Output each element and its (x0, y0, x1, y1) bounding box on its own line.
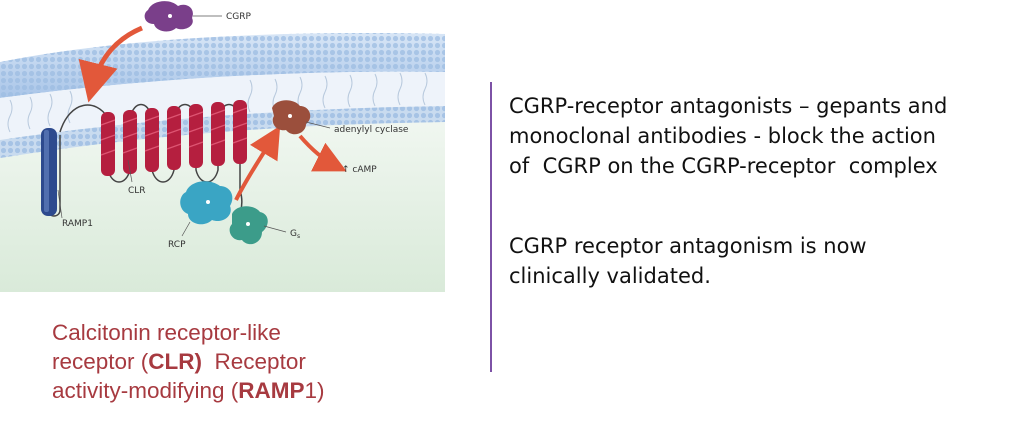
clr-helices (100, 100, 248, 176)
camp-arrow (298, 134, 347, 172)
ramp1-label: RAMP1 (62, 219, 93, 229)
diagram-svg: CGRP RAMP1 (0, 1, 445, 292)
vertical-divider (490, 82, 492, 372)
gs-dot (246, 222, 250, 226)
caption-line-2-post: Receptor (202, 349, 306, 374)
binding-arrow (78, 25, 143, 103)
gs-label-subscript: s (297, 233, 300, 240)
antagonists-paragraph: CGRP-receptor antagonists – gepants and … (509, 91, 947, 181)
caption-line-1: Calcitonin receptor-like (52, 320, 281, 345)
camp-label: ↑ cAMP (342, 165, 377, 175)
clr-label: CLR (128, 186, 146, 196)
para-1-line-2: monoclonal antibodies - block the action (509, 124, 936, 148)
validation-paragraph: CGRP receptor antagonism is now clinical… (509, 231, 867, 291)
clr-leader-line (127, 159, 133, 183)
caption-line-2-bold: CLR) (148, 349, 203, 374)
caption-line-3: activity-modifying (RAMP1) (52, 376, 452, 405)
rcp-label: RCP (168, 240, 186, 250)
para-2-line-2: clinically validated. (509, 264, 711, 288)
para-2-line-1: CGRP receptor antagonism is now (509, 234, 867, 258)
cgrp-ligand-dot (168, 14, 172, 18)
caption-line-3-pre: activity-modifying ( (52, 378, 239, 403)
rcp-leader-line (181, 221, 191, 237)
para-1-line-1: CGRP-receptor antagonists – gepants and (509, 94, 948, 118)
adenylyl-cyclase-label: adenylyl cyclase (334, 125, 409, 135)
caption-line-3-bold: RAMP (238, 378, 305, 403)
gs-leader-line (263, 225, 287, 233)
ramp1-leader-line (57, 189, 63, 219)
adenylyl-cyclase-leader-line (305, 121, 331, 129)
gs-label-main: G (290, 229, 297, 239)
activation-arrow (234, 125, 281, 201)
caption-line-3-post: 1) (304, 378, 325, 403)
diagram-caption: Calcitonin receptor-like receptor (CLR) … (52, 318, 452, 405)
membrane-bottom-dots (0, 106, 445, 158)
cgrp-label: CGRP (226, 12, 252, 22)
caption-line-2-pre: receptor ( (52, 349, 149, 374)
adenylyl-cyclase-dot (288, 114, 292, 118)
caption-line-2: receptor (CLR) Receptor (52, 347, 452, 376)
gs-label: Gs (290, 229, 300, 240)
rcp-dot (206, 200, 210, 204)
cgrp-receptor-diagram: CGRP RAMP1 (0, 0, 445, 300)
ramp1-helix (41, 128, 61, 217)
para-1-line-3: of CGRP on the CGRP-receptor complex (509, 154, 938, 178)
